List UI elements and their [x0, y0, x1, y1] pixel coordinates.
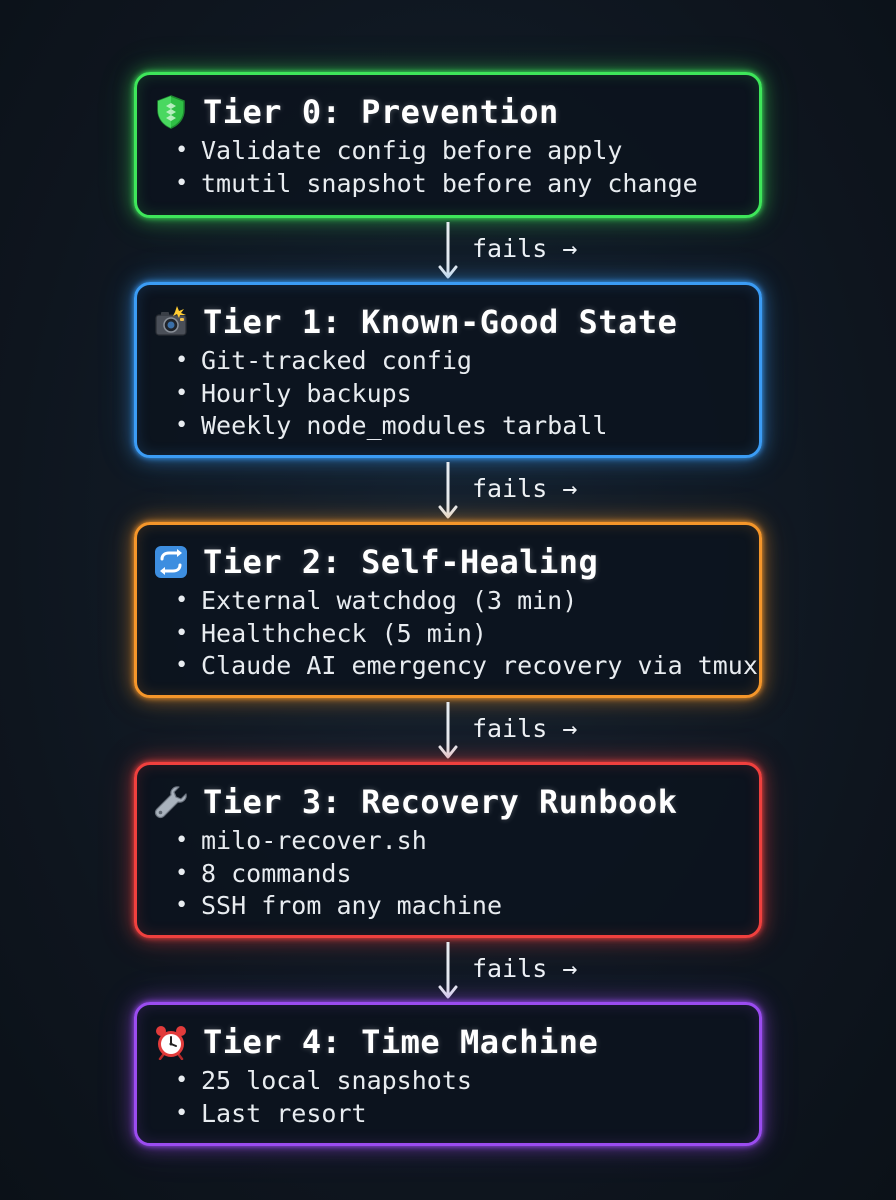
tier-3-box: Tier 3: Recovery Runbook •milo-recover.s…: [134, 762, 762, 938]
list-item: •Last resort: [175, 1098, 367, 1128]
down-arrow-icon: [438, 942, 458, 999]
tier-4-list: •25 local snapshots •Last resort: [153, 1065, 741, 1130]
tier-4-title: Tier 4: Time Machine: [203, 1023, 599, 1061]
tier-0-box: Tier 0: Prevention •Validate config befo…: [134, 72, 762, 218]
tier-1-list: •Git-tracked config •Hourly backups •Wee…: [153, 345, 741, 443]
list-item: •milo-recover.sh: [175, 826, 427, 855]
list-item: •SSH from any machine: [175, 891, 503, 920]
tier-3-title: Tier 3: Recovery Runbook: [203, 783, 678, 821]
alarm-clock-icon: [153, 1024, 189, 1060]
down-arrow-icon: [438, 462, 458, 519]
list-item: •25 local snapshots: [175, 1066, 472, 1095]
list-item: •Claude AI emergency recovery via tmux: [175, 651, 758, 680]
fails-label: fails →: [472, 234, 578, 263]
shield-icon: [153, 94, 189, 130]
fails-label: fails →: [472, 474, 578, 503]
tier-1-title-row: Tier 1: Known-Good State: [153, 299, 741, 345]
tier-0-title: Tier 0: Prevention: [203, 93, 559, 131]
tier-0-list: •Validate config before apply •tmutil sn…: [153, 135, 741, 200]
connector-2-3: fails →: [430, 700, 630, 762]
down-arrow-icon: [438, 222, 458, 279]
wrench-icon: [153, 784, 189, 820]
list-item: •Hourly backups: [175, 378, 412, 408]
cycle-arrows-icon: [153, 544, 189, 580]
camera-flash-icon: [153, 304, 189, 340]
list-item: •8 commands: [175, 858, 352, 888]
tier-2-list: •External watchdog (3 min) •Healthcheck …: [153, 585, 758, 683]
fails-label: fails →: [472, 714, 578, 743]
tier-3-list: •milo-recover.sh •8 commands •SSH from a…: [153, 825, 741, 923]
list-item: •Weekly node_modules tarball: [175, 411, 608, 440]
tier-1-title: Tier 1: Known-Good State: [203, 303, 678, 341]
tier-2-title-row: Tier 2: Self-Healing: [153, 539, 741, 585]
tier-2-title: Tier 2: Self-Healing: [203, 543, 599, 581]
down-arrow-icon: [438, 702, 458, 759]
list-item: •Healthcheck (5 min): [175, 618, 487, 648]
tier-2-box: Tier 2: Self-Healing •External watchdog …: [134, 522, 762, 698]
tier-1-box: Tier 1: Known-Good State •Git-tracked co…: [134, 282, 762, 458]
tier-3-title-row: Tier 3: Recovery Runbook: [153, 779, 741, 825]
list-item: •Validate config before apply: [175, 136, 623, 165]
list-item: •External watchdog (3 min): [175, 586, 578, 615]
tier-4-box: Tier 4: Time Machine •25 local snapshots…: [134, 1002, 762, 1146]
tier-4-title-row: Tier 4: Time Machine: [153, 1019, 741, 1065]
list-item: •Git-tracked config: [175, 346, 472, 375]
connector-0-1: fails →: [430, 220, 630, 282]
connector-3-4: fails →: [430, 940, 630, 1002]
connector-1-2: fails →: [430, 460, 630, 522]
fails-label: fails →: [472, 954, 578, 983]
list-item: •tmutil snapshot before any change: [175, 168, 698, 198]
tier-0-title-row: Tier 0: Prevention: [153, 89, 741, 135]
